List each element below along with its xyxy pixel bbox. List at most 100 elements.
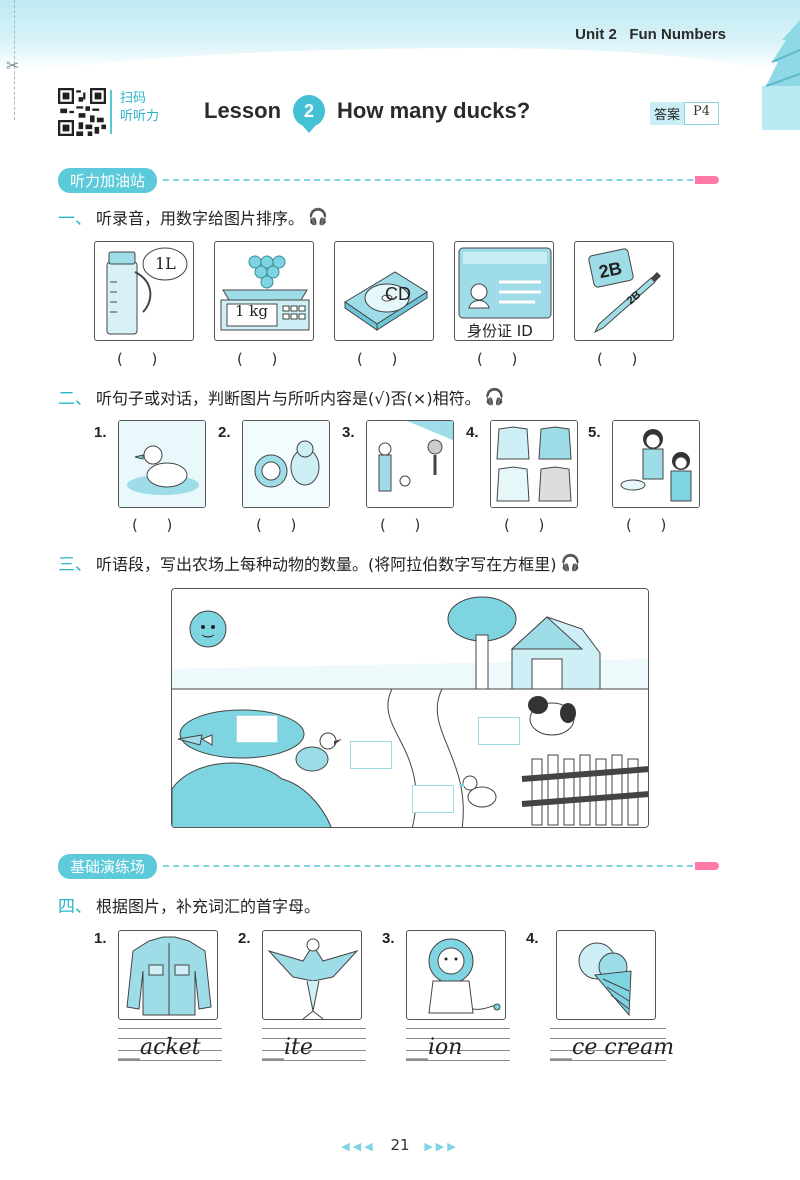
left-arrows-icon: ◀◀◀ (341, 1140, 376, 1153)
question-2: 二、 听句子或对话，判断图片与所听内容是(√)否(×)相符。 🎧 (58, 384, 505, 409)
dog-count-box[interactable] (478, 717, 520, 745)
word-jacket: __acket (118, 1035, 201, 1060)
bottle-label: 1L (155, 254, 176, 273)
bird-count-box[interactable] (350, 741, 392, 769)
headphones-icon[interactable]: 🎧 (484, 387, 505, 406)
q4-item-number: 1. (94, 930, 107, 947)
qr-label-line1: 扫码 (120, 91, 147, 106)
answer-page: P4 (684, 102, 720, 125)
id-card-label: 身份证 ID (467, 322, 533, 340)
qr-code-icon[interactable] (58, 88, 106, 136)
qr-label-line2: 听听力 (120, 109, 160, 124)
answer-paren-5[interactable]: ( ) (597, 350, 638, 368)
picture-id-card: 身份证 ID (454, 241, 554, 341)
writing-lines-2[interactable]: __ite (262, 1028, 366, 1062)
header-band (0, 0, 800, 88)
picture-lions (242, 420, 330, 508)
q4-item-number: 2. (238, 930, 251, 947)
girls-eggs-icon (613, 421, 699, 507)
picture-cd: CD (334, 241, 434, 341)
section-title-practice: 基础演练场 (58, 853, 158, 879)
picture-monkey (366, 420, 454, 508)
answer-reference: 答案 P4 (650, 102, 720, 125)
answer-label: 答案 (650, 102, 685, 125)
section-title-listening: 听力加油站 (58, 167, 158, 193)
q2-answer-paren-5[interactable]: ( ) (626, 516, 667, 534)
answer-paren-3[interactable]: ( ) (357, 350, 398, 368)
word-ice-cream: __ce cream (550, 1035, 675, 1060)
scissors-icon: ✂ (6, 56, 20, 75)
q2-answer-paren-3[interactable]: ( ) (380, 516, 421, 534)
cd-label: CD (385, 284, 411, 304)
right-arrows-icon: ▶▶▶ (424, 1140, 459, 1153)
picture-pencil: 2B 2B (574, 241, 674, 341)
section-banner-practice: 基础演练场 (58, 853, 720, 879)
picture-ice-cream (556, 930, 656, 1020)
water-bottle-icon (106, 247, 188, 335)
banner-divider (163, 865, 694, 867)
q2-item-number: 5. (588, 424, 601, 441)
pencil-icon (695, 176, 720, 184)
page-footer: ◀◀◀ 21 ▶▶▶ (0, 1136, 800, 1154)
lion-bear-icon (243, 421, 329, 507)
picture-duck (118, 420, 206, 508)
answer-paren-4[interactable]: ( ) (477, 350, 518, 368)
headphones-icon[interactable]: 🎧 (308, 207, 328, 226)
section-banner-listening: 听力加油站 (58, 167, 720, 193)
picture-water-bottle: 1L (94, 241, 194, 341)
duck-count-box[interactable] (412, 785, 454, 813)
question-1: 一、 听录音，用数字给图片排序。 🎧 (58, 204, 328, 229)
fish-count-box[interactable] (236, 715, 278, 743)
duck-icon (119, 421, 205, 507)
scale-label: 1 kg (235, 302, 269, 320)
picture-jackets (490, 420, 578, 508)
question-3-text: 听语段，写出农场上每种动物的数量。(将阿拉伯数字写在方框里) (96, 554, 557, 574)
q2-item-number: 3. (342, 424, 355, 441)
lesson-heading: How many ducks? (337, 98, 531, 123)
writing-lines-4[interactable]: __ce cream (550, 1028, 674, 1062)
question-4: 四、 根据图片，补充词汇的首字母。 (58, 892, 321, 918)
headphones-icon[interactable]: 🎧 (560, 553, 581, 572)
q2-answer-paren-1[interactable]: ( ) (132, 516, 173, 534)
lion-icon (428, 938, 501, 1014)
picture-jacket (118, 930, 218, 1020)
building-decoration-icon (762, 20, 800, 130)
question-2-number: 二、 (58, 389, 92, 409)
question-4-text: 根据图片，补充词汇的首字母。 (96, 896, 321, 916)
word-lion: __ion (406, 1035, 463, 1060)
q2-item-number: 1. (94, 424, 107, 441)
answer-paren-1[interactable]: ( ) (117, 350, 158, 368)
banner-divider (163, 179, 694, 181)
answer-paren-2[interactable]: ( ) (237, 350, 278, 368)
pencil-icon (695, 862, 720, 870)
q2-answer-paren-4[interactable]: ( ) (504, 516, 545, 534)
monkey-people-icon (367, 421, 453, 507)
cd-icon (344, 271, 428, 331)
farm-scene (171, 588, 649, 828)
farm-illustration (172, 589, 648, 827)
lesson-word: Lesson (204, 98, 282, 123)
lesson-title: Lesson 2 How many ducks? (204, 94, 531, 133)
q2-item-number: 4. (466, 424, 479, 441)
page-number: 21 (390, 1136, 410, 1154)
ice-cream-icon (578, 942, 632, 1017)
lesson-number: 2 (293, 95, 326, 133)
writing-lines-1[interactable]: __acket (118, 1028, 222, 1062)
q2-item-number: 2. (218, 424, 231, 441)
id-card-icon (458, 247, 552, 319)
picture-kite (262, 930, 362, 1020)
jacket-icon (126, 936, 212, 1016)
question-2-text: 听句子或对话，判断图片与所听内容是(√)否(×)相符。 (96, 388, 481, 408)
question-3-number: 三、 (58, 555, 92, 575)
scale-grapes-icon (220, 255, 310, 331)
question-3: 三、 听语段，写出农场上每种动物的数量。(将阿拉伯数字写在方框里) 🎧 (58, 550, 580, 575)
picture-girls (612, 420, 700, 508)
q2-answer-paren-2[interactable]: ( ) (256, 516, 297, 534)
q4-item-number: 4. (526, 930, 539, 947)
cut-line (14, 0, 15, 120)
picture-scale: 1 kg (214, 241, 314, 341)
writing-lines-3[interactable]: __ion (406, 1028, 510, 1062)
question-1-text: 听录音，用数字给图片排序。 (96, 208, 305, 228)
question-1-number: 一、 (58, 209, 92, 229)
qr-label: 扫码 听听力 (110, 90, 162, 134)
